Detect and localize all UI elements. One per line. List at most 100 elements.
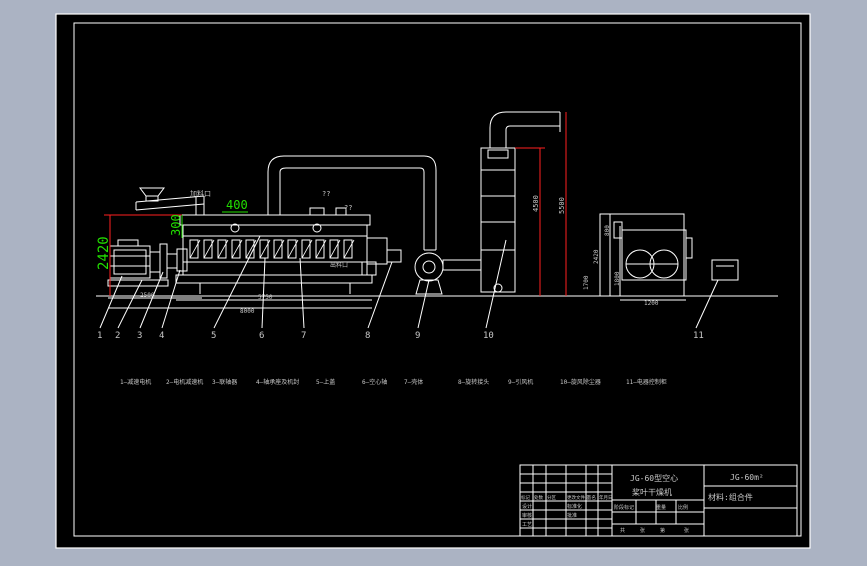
discharge-label: 出料口	[330, 261, 348, 269]
stage-header-1: 重量	[656, 504, 666, 511]
dim-300: 300	[169, 214, 183, 236]
paddle-slant	[343, 239, 355, 259]
paddle-blade	[203, 239, 213, 259]
callout-10: 10	[483, 331, 494, 341]
callout-9: 9	[415, 331, 420, 341]
row-mid-0: 标准化	[567, 503, 582, 510]
paddle-slant	[245, 239, 257, 259]
paddle-blade	[329, 239, 339, 259]
cyclone-column	[480, 111, 561, 293]
outer-border	[55, 13, 811, 549]
legend-item-4: 4—轴承座及机封	[256, 378, 299, 386]
dim-800: 800	[604, 225, 611, 236]
drawing-sheet	[56, 14, 810, 548]
dryer-end-view	[599, 213, 693, 297]
callout-8: 8	[365, 331, 370, 341]
dim-1800: 1800	[614, 271, 621, 286]
exhaust-duct	[267, 155, 437, 251]
feed-inlet-label: 加料口	[190, 189, 211, 198]
rev-header-0: 标记	[521, 494, 530, 501]
dim-1200: 1200	[644, 300, 659, 307]
port-label-1: ??	[322, 190, 330, 198]
port-label-2: ??	[344, 204, 352, 212]
dim-8000: 8000	[240, 308, 255, 315]
legend-item-10: 10—旋风除尘器	[560, 378, 601, 386]
row-left-0: 设计	[522, 503, 532, 510]
rev-header-2: 分区	[547, 494, 556, 501]
material-label: 材料:组合件	[708, 492, 753, 502]
callout-3: 3	[137, 331, 142, 341]
dim-2420: 2420	[96, 236, 112, 270]
title-line-2: 桨叶干燥机	[632, 487, 672, 497]
paddle-slant	[315, 239, 327, 259]
control-cabinet	[711, 259, 739, 281]
dimension-lines	[104, 112, 686, 309]
rev-header-4: 签名	[587, 494, 596, 501]
drive-motor	[107, 239, 169, 287]
sheet-row: 共张第张	[620, 527, 689, 534]
model-label: JG-60m²	[730, 473, 764, 482]
dim-2500: 2500	[140, 292, 155, 299]
legend-item-11: 11—电器控制柜	[626, 378, 667, 386]
legend-item-5: 5—上盖	[316, 378, 335, 386]
title-block	[519, 464, 798, 537]
stage-header: 阶段标记 重量 比例	[614, 504, 688, 511]
sheet-cell-3: 张	[684, 527, 689, 534]
top-ports	[230, 207, 347, 233]
row-mid-1: 批准	[567, 512, 577, 519]
sheet-cell-1: 张	[640, 527, 645, 534]
row-left-2: 工艺	[522, 522, 532, 528]
legend-item-2: 2—电机减速机	[166, 378, 203, 386]
paddle-blade	[301, 239, 311, 259]
callout-2: 2	[115, 331, 120, 341]
paddle-slant	[189, 239, 201, 259]
paddle-slant	[217, 239, 229, 259]
dim-5750: 5750	[258, 294, 273, 301]
coupling-bearing	[166, 248, 188, 272]
callout-11: 11	[693, 331, 704, 341]
rev-header-1: 处数	[534, 494, 543, 501]
rev-header-5: 年月日	[599, 494, 613, 501]
callout-6: 6	[259, 331, 264, 341]
paddle-blade	[217, 239, 227, 259]
dim-400: 400	[226, 198, 248, 212]
stage-header-2: 比例	[678, 504, 688, 511]
legend-item-6: 6—空心轴	[362, 378, 387, 386]
dim-5500: 5500	[558, 197, 566, 214]
legend-item-1: 1—减速电机	[120, 378, 151, 386]
paddle-slant	[259, 239, 271, 259]
paddle-slant	[273, 239, 285, 259]
legend-item-8: 8—旋转接头	[458, 378, 489, 386]
paddle-slant	[231, 239, 243, 259]
callout-7: 7	[301, 331, 306, 341]
sheet-cell-2: 第	[660, 527, 665, 534]
feed-screw-conveyor	[135, 187, 205, 215]
callout-1: 1	[97, 331, 102, 341]
stage-header-0: 阶段标记	[614, 504, 634, 511]
inner-frame	[73, 22, 802, 537]
dim-2420-end: 2420	[593, 249, 600, 264]
dryer-body	[175, 214, 402, 294]
paddle-slant	[287, 239, 299, 259]
paddle-slant	[329, 239, 341, 259]
rev-header-3: 更改文件号	[567, 494, 590, 501]
paddle-blade	[273, 239, 283, 259]
row-left-1: 审核	[522, 512, 532, 519]
paddle-blade	[231, 239, 241, 259]
sheet-cell-0: 共	[620, 527, 625, 534]
paddle-blade	[343, 239, 353, 259]
paddle-slant	[203, 239, 215, 259]
dim-4500: 4500	[532, 195, 540, 212]
paddle-blade	[259, 239, 269, 259]
callout-leaders	[99, 235, 719, 329]
title-line-1: JG-60型空心	[630, 473, 678, 483]
paddle-blade	[189, 239, 199, 259]
paddle-slant	[301, 239, 313, 259]
paddle-blade	[287, 239, 297, 259]
callout-5: 5	[211, 331, 216, 341]
